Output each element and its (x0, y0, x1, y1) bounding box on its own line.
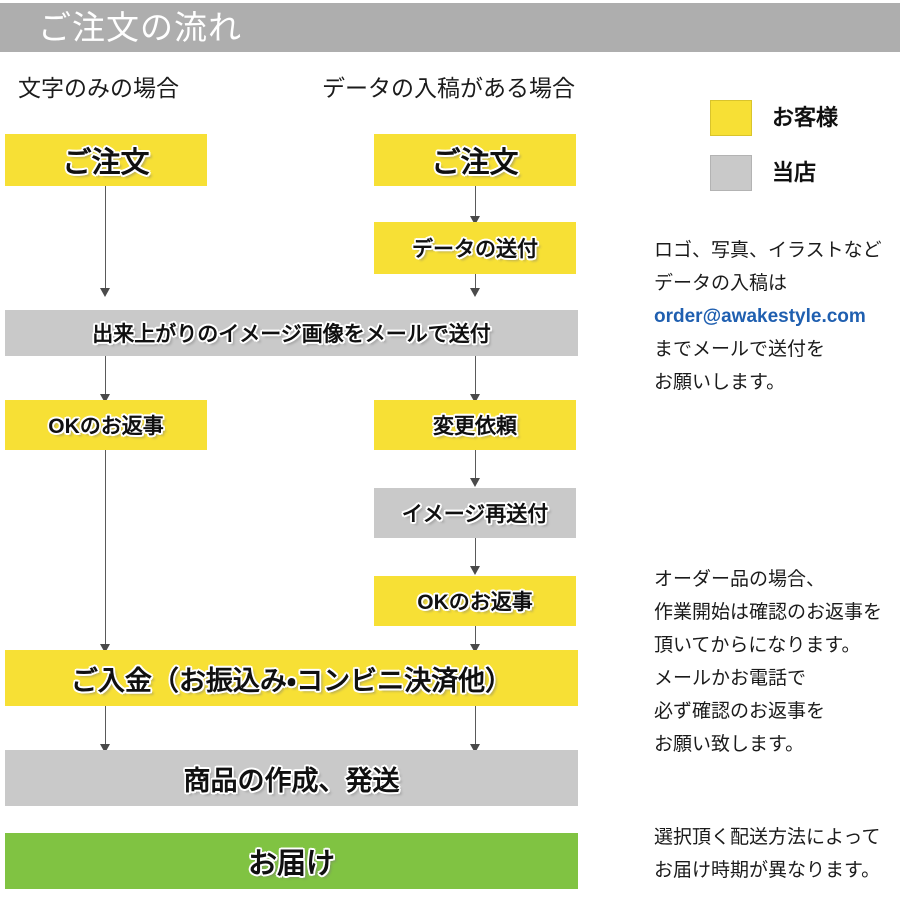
header-bar (0, 3, 900, 52)
note-confirm-line-3: 頂いてからになります。 (654, 635, 861, 656)
arrowhead-right-6 (470, 644, 480, 653)
arrowhead-right-2 (470, 288, 480, 297)
flow-box-left-ok-reply[interactable]: OKのお返事 (5, 400, 207, 450)
column-caption-right: データの入稿がある場合 (322, 75, 575, 101)
note-data-submission: ロゴ、写真、イラストなど データの入稿は order@awakestyle.co… (654, 234, 882, 399)
flow-box-right-ok-reply[interactable]: OKのお返事 (374, 576, 576, 626)
email-address-link[interactable]: order@awakestyle.com (654, 306, 866, 327)
flow-box-right-send-data[interactable]: データの送付 (374, 222, 576, 274)
page-title: ご注文の流れ (38, 9, 242, 46)
flow-box-wide-payment[interactable]: ご入金（お振込み・コンビニ決済他） (5, 650, 578, 706)
shop-swatch (710, 155, 752, 191)
note-shipping-line-1: 選択頂く配送方法によって (654, 827, 881, 848)
note-shipping: 選択頂く配送方法によって お届け時期が異なります。 (654, 821, 880, 887)
note-confirm-line-1: オーダー品の場合、 (654, 569, 826, 590)
arrowhead-left-2 (100, 394, 110, 403)
arrowhead-left-4 (100, 744, 110, 753)
flow-box-wide-create-ship[interactable]: 商品の作成、発送 (5, 750, 578, 806)
legend-label-shop: 当店 (772, 160, 817, 185)
note-confirm-line-6: お願い致します。 (654, 734, 805, 755)
connector-right-3 (475, 356, 476, 400)
connector-left-2 (105, 356, 106, 400)
arrowhead-right-7 (470, 744, 480, 753)
note-data-line-1: ロゴ、写真、イラストなど (654, 240, 882, 261)
connector-right-6 (475, 626, 476, 650)
flow-box-right-resend-image[interactable]: イメージ再送付 (374, 488, 576, 538)
note-shipping-line-2: お届け時期が異なります。 (654, 860, 881, 881)
flow-box-right-order[interactable]: ご注文 (374, 134, 576, 186)
customer-swatch (710, 100, 752, 136)
note-data-line-4: までメールで送付を (654, 339, 826, 360)
connector-right-1 (475, 186, 476, 222)
connector-right-2 (475, 274, 476, 294)
note-order-confirmation: オーダー品の場合、 作業開始は確認のお返事を 頂いてからになります。 メールかお… (654, 563, 882, 761)
flow-box-right-change-request[interactable]: 変更依頼 (374, 400, 576, 450)
connector-left-3 (105, 450, 106, 650)
note-data-line-5: お願いします。 (654, 372, 786, 393)
arrowhead-left-3 (100, 644, 110, 653)
flow-box-wide-send-image-email[interactable]: 出来上がりのイメージ画像をメールで送付 (5, 310, 578, 356)
note-data-line-2: データの入稿は (654, 273, 788, 294)
flow-box-left-order[interactable]: ご注文 (5, 134, 207, 186)
arrowhead-right-1 (470, 216, 480, 225)
arrowhead-right-4 (470, 478, 480, 487)
column-caption-left: 文字のみの場合 (18, 75, 179, 101)
note-confirm-line-5: 必ず確認のお返事を (654, 701, 826, 722)
flow-box-wide-delivery[interactable]: お届け (5, 833, 578, 889)
connector-right-4 (475, 450, 476, 482)
note-confirm-line-2: 作業開始は確認のお返事を (654, 602, 883, 623)
arrowhead-right-3 (470, 394, 480, 403)
arrowhead-left-1 (100, 288, 110, 297)
legend-label-customer: お客様 (772, 105, 839, 130)
note-confirm-line-4: メールかお電話で (654, 668, 807, 689)
connector-left-4 (105, 706, 106, 750)
connector-left-1 (105, 186, 106, 294)
connector-right-5 (475, 538, 476, 570)
connector-right-7 (475, 706, 476, 750)
arrowhead-right-5 (470, 566, 480, 575)
